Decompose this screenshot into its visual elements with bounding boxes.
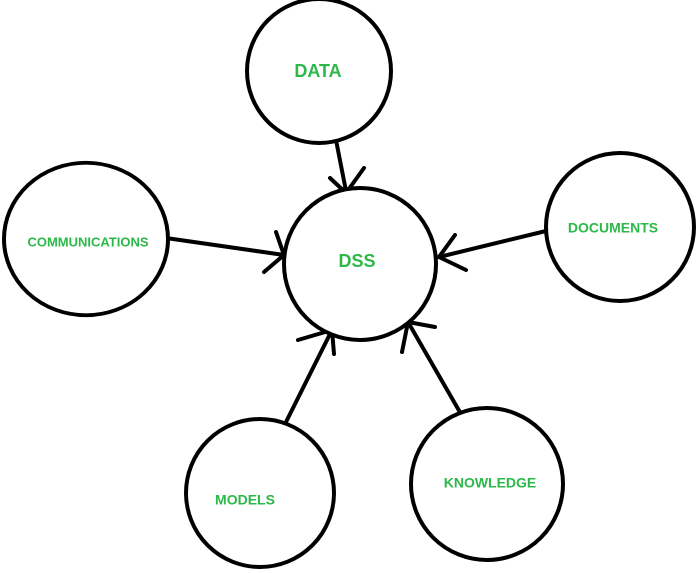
node-label-dss: DSS <box>338 251 375 271</box>
node-knowledge: KNOWLEDGE <box>409 406 565 562</box>
node-models: MODELS <box>184 417 336 569</box>
node-data: DATA <box>245 0 393 145</box>
edge-models-to-dss <box>283 328 336 426</box>
node-documents: DOCUMENTS <box>544 151 696 303</box>
edge-communications-to-dss <box>164 230 286 274</box>
node-label-knowledge: KNOWLEDGE <box>444 475 537 491</box>
node-label-models: MODELS <box>215 492 275 508</box>
edge-knowledge-to-dss <box>400 320 463 416</box>
node-label-data: DATA <box>294 61 341 81</box>
node-label-communications: COMMUNICATIONS <box>27 234 148 249</box>
node-communications: COMMUNICATIONS <box>2 160 170 318</box>
node-label-documents: DOCUMENTS <box>568 220 658 236</box>
edge-documents-to-dss <box>437 229 548 272</box>
edge-data-to-dss <box>328 138 366 195</box>
node-dss: DSS <box>282 186 438 342</box>
